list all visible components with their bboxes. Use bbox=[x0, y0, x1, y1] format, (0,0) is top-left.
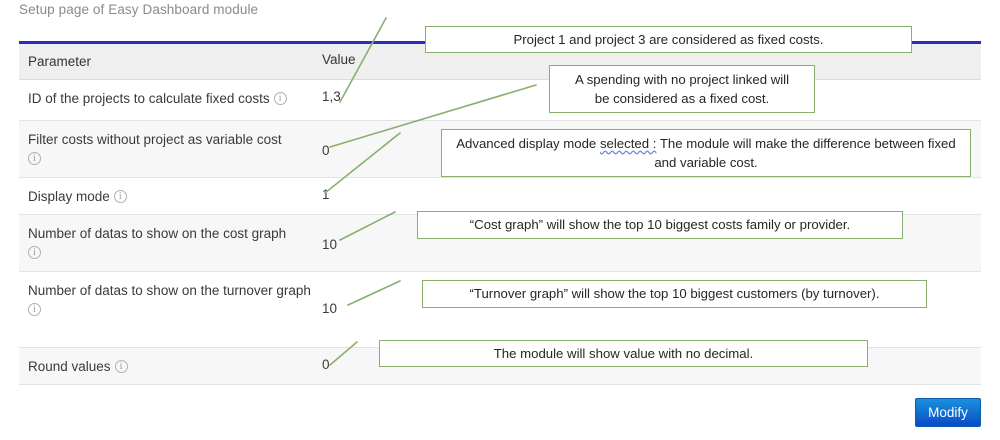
row-parameter-label: ID of the projects to calculate fixed co… bbox=[19, 80, 322, 117]
info-icon[interactable] bbox=[28, 152, 41, 166]
column-header-parameter: Parameter bbox=[28, 54, 92, 69]
annotation-callout-display-mode: Advanced display mode selected : The mod… bbox=[441, 129, 971, 177]
row-parameter-label: Filter costs without project as variable… bbox=[19, 121, 322, 174]
parameter-text: Number of datas to show on the turnover … bbox=[28, 283, 311, 299]
row-value: 10 bbox=[322, 237, 338, 253]
annotation-callout-cost-graph: “Cost graph” will show the top 10 bigges… bbox=[417, 211, 903, 239]
parameter-text: Round values bbox=[28, 359, 111, 375]
info-icon[interactable] bbox=[114, 360, 128, 374]
row-value: 0 bbox=[322, 357, 330, 373]
annotation-text: Project 1 and project 3 are considered a… bbox=[513, 31, 824, 47]
annotation-callout-turnover-graph: “Turnover graph” will show the top 10 bi… bbox=[422, 280, 927, 308]
row-parameter-label: Number of datas to show on the cost grap… bbox=[19, 215, 322, 268]
annotation-text: The module will show value with no decim… bbox=[493, 345, 754, 361]
annotation-text-line-1: A spending with no project linked will bbox=[574, 71, 790, 87]
table-row[interactable]: Display mode 1 bbox=[19, 178, 981, 216]
annotation-callout-round-values: The module will show value with no decim… bbox=[379, 340, 868, 367]
parameter-text: ID of the projects to calculate fixed co… bbox=[28, 91, 270, 107]
modify-button[interactable]: Modify bbox=[915, 398, 981, 427]
parameter-text: Number of datas to show on the cost grap… bbox=[28, 226, 287, 242]
info-icon[interactable] bbox=[28, 303, 41, 317]
annotation-text-pre: Advanced display mode bbox=[456, 135, 600, 151]
info-icon[interactable] bbox=[273, 92, 287, 106]
page-title: Setup page of Easy Dashboard module bbox=[19, 2, 259, 17]
annotation-text-post: The module will make the difference betw… bbox=[654, 135, 956, 170]
row-parameter-label: Number of datas to show on the turnover … bbox=[19, 272, 322, 325]
parameter-text: Filter costs without project as variable… bbox=[28, 132, 282, 148]
annotation-text: Advanced display mode selected : The mod… bbox=[452, 134, 960, 172]
annotation-text: “Turnover graph” will show the top 10 bi… bbox=[469, 286, 880, 302]
annotation-text: “Cost graph” will show the top 10 bigges… bbox=[469, 217, 851, 233]
annotation-callout-fixed-costs: Project 1 and project 3 are considered a… bbox=[425, 26, 912, 53]
annotation-text-spellcheck: selected : bbox=[599, 135, 657, 151]
row-parameter-label: Round values bbox=[19, 348, 322, 385]
row-value: 10 bbox=[322, 301, 338, 317]
table-row[interactable]: ID of the projects to calculate fixed co… bbox=[19, 80, 981, 122]
annotation-callout-no-project: A spending with no project linked will b… bbox=[549, 65, 815, 113]
annotation-text-line-2: be considered as a fixed cost. bbox=[594, 91, 770, 106]
info-icon[interactable] bbox=[113, 190, 127, 204]
parameter-text: Display mode bbox=[28, 189, 110, 205]
info-icon[interactable] bbox=[28, 246, 41, 260]
row-value: 1 bbox=[322, 187, 330, 203]
row-parameter-label: Display mode bbox=[19, 178, 322, 215]
